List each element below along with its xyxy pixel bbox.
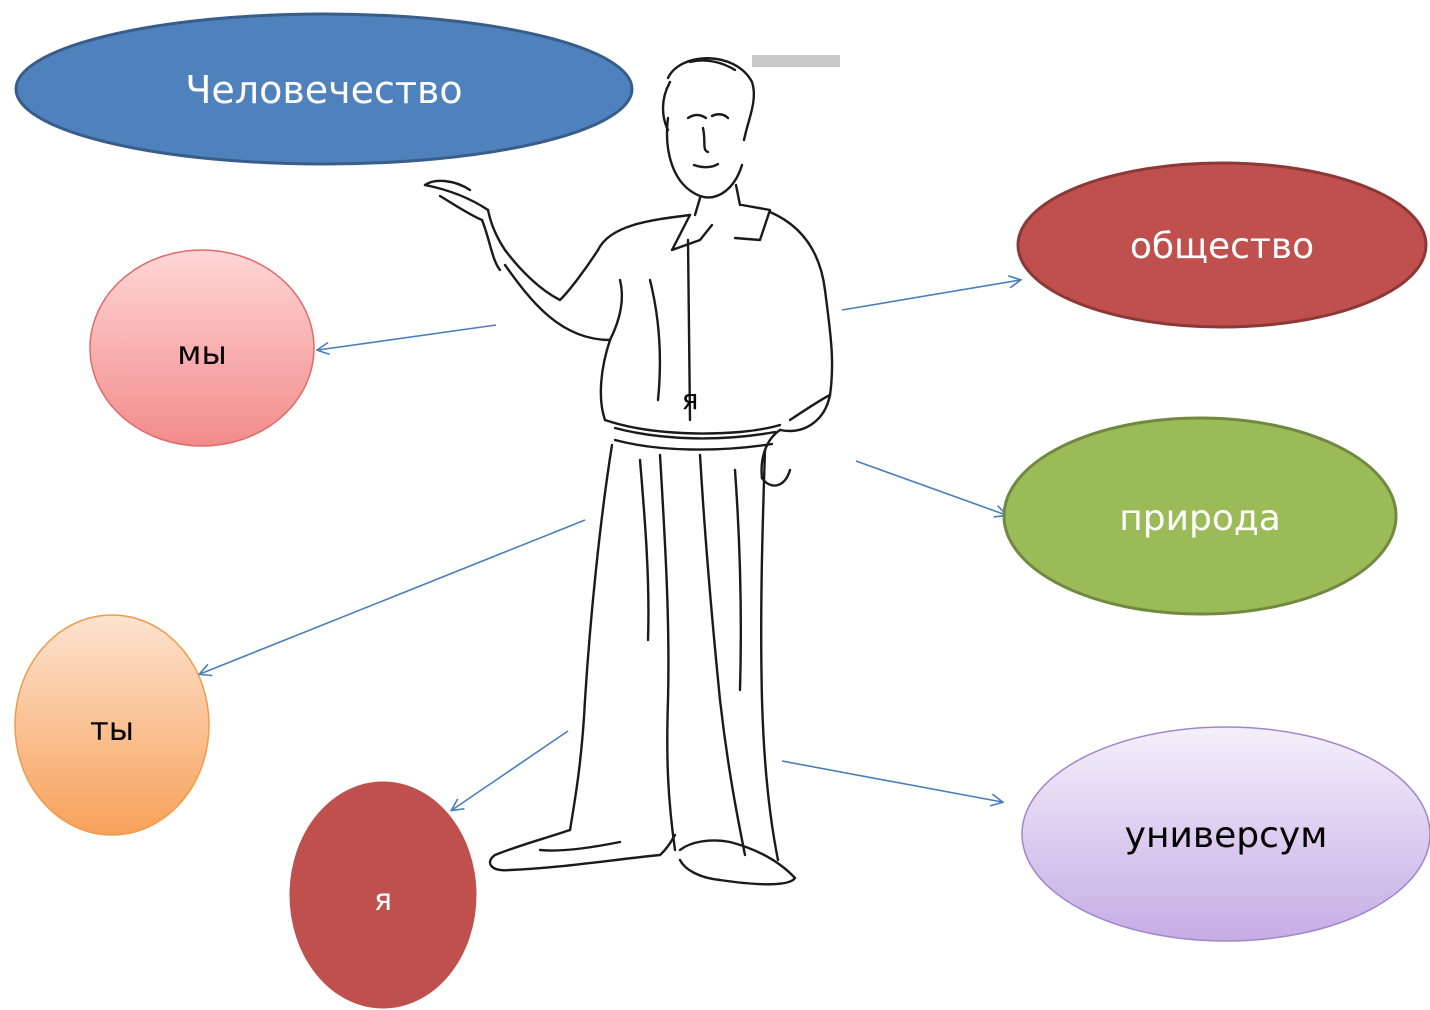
node-self: я bbox=[289, 781, 477, 1009]
figure-label: я bbox=[682, 383, 699, 416]
node-humanity: Человечество bbox=[14, 12, 634, 166]
arrow-to-nature bbox=[855, 460, 1006, 515]
node-self-label: я bbox=[374, 883, 392, 918]
node-you-shape bbox=[14, 614, 210, 836]
node-society: общество bbox=[1016, 161, 1428, 329]
arrow-to-you bbox=[200, 519, 586, 674]
node-we-shape bbox=[89, 249, 315, 447]
arrow-to-universe bbox=[781, 760, 1002, 802]
node-self-shape bbox=[289, 781, 477, 1009]
node-society-label: общество bbox=[1130, 226, 1314, 267]
node-humanity-shape bbox=[14, 12, 634, 166]
arrow-to-we bbox=[318, 324, 497, 350]
node-nature-shape bbox=[1002, 416, 1398, 616]
node-nature: природа bbox=[1002, 416, 1398, 616]
node-universe-shape bbox=[1021, 726, 1430, 942]
sketch-man-figure bbox=[423, 55, 840, 886]
node-society-shape bbox=[1016, 161, 1428, 329]
arrow-to-society bbox=[841, 280, 1020, 311]
arrows bbox=[200, 280, 1020, 810]
node-humanity-label: Человечество bbox=[185, 68, 462, 112]
node-universe: универсум bbox=[1021, 726, 1430, 942]
node-we-label: мы bbox=[177, 334, 226, 372]
node-universe-label: универсум bbox=[1125, 815, 1328, 856]
node-nature-label: природа bbox=[1119, 498, 1281, 539]
node-you: ты bbox=[14, 614, 210, 836]
node-you-label: ты bbox=[90, 710, 134, 748]
arrow-to-self bbox=[452, 730, 569, 810]
node-we: мы bbox=[89, 249, 315, 447]
